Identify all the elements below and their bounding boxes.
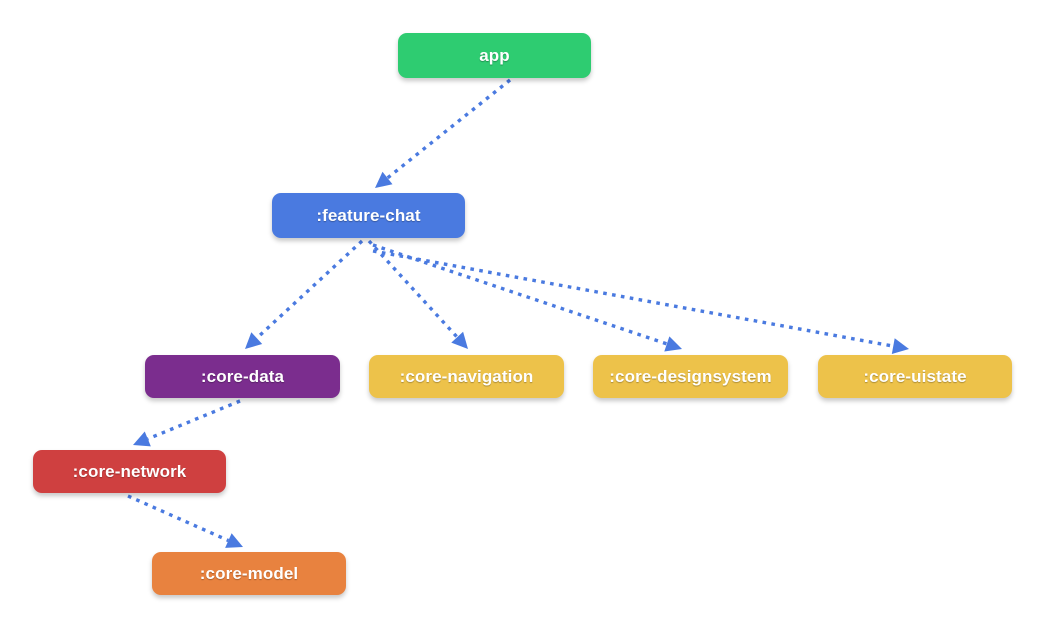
node-feature-chat[interactable]: :feature-chat [272, 193, 465, 238]
arrowhead-icon [133, 431, 151, 447]
edge-core-network-to-core-model [127, 494, 243, 548]
node-core-data[interactable]: :core-data [145, 355, 340, 398]
node-label: :core-uistate [863, 366, 967, 386]
node-core-uistate[interactable]: :core-uistate [818, 355, 1012, 398]
node-core-navigation[interactable]: :core-navigation [369, 355, 564, 398]
arrowhead-icon [245, 332, 263, 349]
node-label: :feature-chat [316, 205, 421, 225]
arrowhead-icon [664, 336, 682, 352]
edge-feature-chat-to-core-designsystem [372, 243, 682, 352]
node-core-network[interactable]: :core-network [33, 450, 226, 493]
edge-feature-chat-to-core-uistate [372, 249, 909, 354]
node-label: :core-model [199, 563, 299, 583]
node-app[interactable]: app [398, 33, 591, 78]
arrowhead-icon [451, 331, 468, 349]
node-label: app [479, 45, 510, 65]
edge-app-to-feature-chat [375, 78, 512, 188]
node-label: :core-navigation [399, 366, 534, 386]
node-core-model[interactable]: :core-model [152, 552, 346, 595]
node-core-designsystem[interactable]: :core-designsystem [593, 355, 788, 398]
node-label: :core-designsystem [609, 366, 772, 386]
node-label: :core-data [200, 366, 285, 386]
edge-feature-chat-to-core-data [245, 239, 364, 349]
edge-core-data-to-core-network [133, 399, 241, 447]
node-label: :core-network [72, 461, 187, 481]
arrowhead-icon [375, 171, 393, 188]
arrowhead-icon [891, 338, 909, 354]
arrowhead-icon [225, 533, 243, 548]
edge-feature-chat-to-core-navigation [367, 239, 468, 349]
